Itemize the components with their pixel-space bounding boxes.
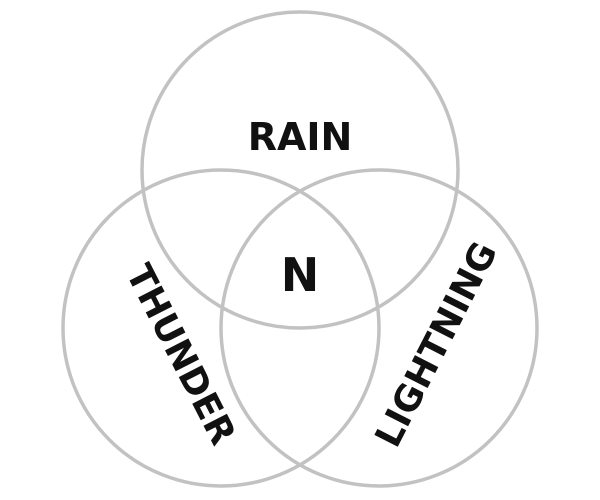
lightning-label: LIGHTNING xyxy=(368,236,506,454)
intersection-label: N xyxy=(281,248,320,302)
thunder-circle xyxy=(61,168,381,488)
rain-label: RAIN xyxy=(248,115,353,159)
rain-circle xyxy=(140,10,460,330)
lightning-circle xyxy=(219,168,539,488)
